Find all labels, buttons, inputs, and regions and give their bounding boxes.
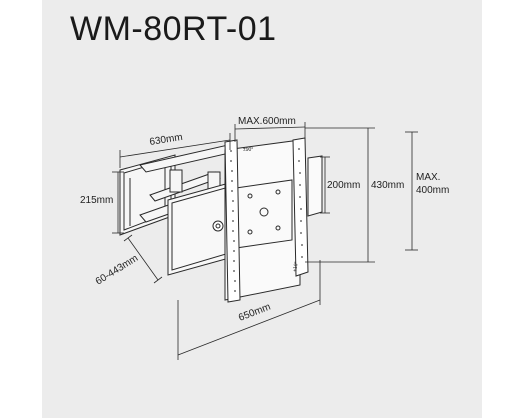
- dimension-430: 430mm: [371, 180, 404, 191]
- dimension-depth: 60-443mm: [94, 253, 140, 288]
- dimension-max-400-line1: MAX.: [416, 172, 440, 183]
- product-title: WM-80RT-01: [70, 10, 277, 48]
- left-rail: [224, 139, 241, 303]
- dimension-215: 215mm: [80, 195, 113, 206]
- dimension-200: 200mm: [327, 180, 360, 191]
- dimension-max-400-line2: 400mm: [416, 185, 449, 196]
- right-plate: [307, 155, 323, 217]
- dimension-630: 630mm: [149, 132, 184, 148]
- dimension-max-600: MAX.600mm: [238, 116, 296, 127]
- right-rail: [292, 137, 309, 277]
- swivel-angle: ±90°: [243, 147, 253, 153]
- tilt-angle: ±10°: [292, 261, 300, 272]
- center-plate: [224, 139, 301, 301]
- dimension-lines: [112, 122, 418, 360]
